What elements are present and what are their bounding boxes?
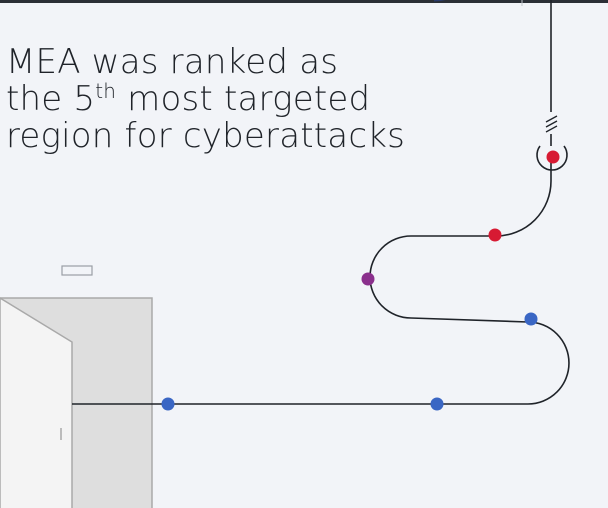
exit-sign [61, 265, 93, 276]
network-path [72, 160, 570, 405]
headline-line-3: region for cyberattacks [6, 116, 406, 156]
door-panel [0, 297, 73, 508]
headline-superscript: th [95, 79, 117, 103]
door-blue-dot [161, 397, 175, 411]
top-border [0, 0, 608, 3]
headline-line-2-prefix: the 5 [6, 79, 96, 119]
curve-blue-dot [524, 312, 538, 326]
headline-line-2-suffix: most targeted [116, 79, 371, 119]
top-red-dot [546, 150, 560, 164]
cable-hatch-marks [545, 115, 558, 133]
mid-blue-dot [430, 397, 444, 411]
lower-red-dot [488, 228, 502, 242]
plug-cup [536, 145, 568, 171]
headline-line-1: MEA was ranked as [6, 42, 339, 82]
headline: MEA was ranked as the 5th most targeted … [6, 44, 405, 155]
purple-dot [361, 272, 375, 286]
headline-line-2: the 5th most targeted [6, 81, 405, 118]
